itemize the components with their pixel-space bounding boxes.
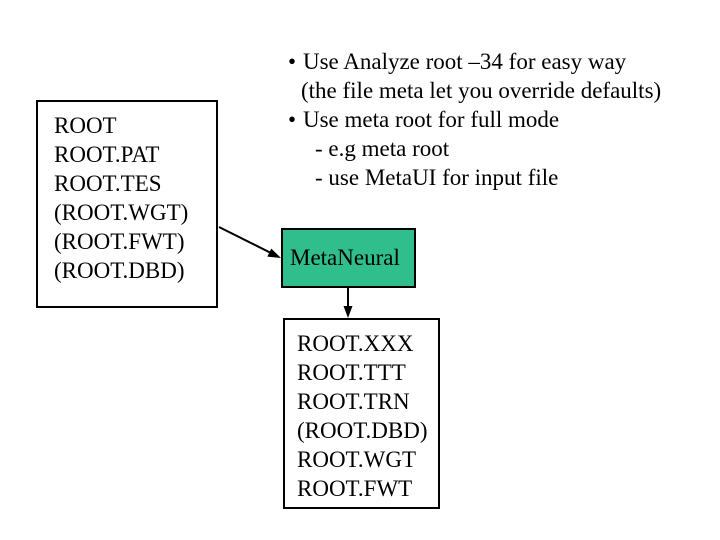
file-name: ROOT (54, 113, 117, 138)
note-text: Use Analyze root –34 for easy way (303, 49, 627, 74)
file-name: (ROOT.DBD) (54, 258, 185, 283)
bullet-icon: • (288, 107, 297, 132)
file-name: (ROOT.WGT) (54, 200, 189, 225)
notes-block: • Use Analyze root –34 for easy way (the… (288, 47, 661, 192)
file-name: ROOT.WGT (297, 447, 417, 472)
file-name: ROOT.TES (54, 171, 162, 196)
file-name: ROOT.FWT (297, 476, 413, 501)
arrow-input-files-to-metaneural-icon (218, 226, 281, 258)
bullet-icon: • (288, 49, 297, 74)
file-name: ROOT.TTT (297, 360, 406, 385)
note-line: • Use meta root for full mode (288, 105, 661, 134)
metaneural-label: MetaNeural (290, 245, 400, 270)
arrow-metaneural-to-output-files-icon (343, 288, 353, 318)
note-line: - e.g meta root (315, 136, 450, 161)
file-name: (ROOT.FWT) (54, 229, 185, 254)
file-name: ROOT.PAT (54, 142, 160, 167)
file-name: (ROOT.DBD) (297, 418, 428, 443)
input-files-box: ROOT ROOT.PAT ROOT.TES (ROOT.WGT) (ROOT.… (36, 100, 218, 308)
note-line: - use MetaUI for input file (315, 165, 559, 190)
note-line: • Use Analyze root –34 for easy way (288, 47, 661, 76)
file-name: ROOT.TRN (297, 389, 410, 414)
file-name: ROOT.XXX (297, 331, 414, 356)
note-line: (the file meta let you override defaults… (301, 78, 662, 103)
metaneural-box: MetaNeural (281, 228, 416, 288)
note-text: Use meta root for full mode (303, 107, 560, 132)
output-files-box: ROOT.XXX ROOT.TTT ROOT.TRN (ROOT.DBD) RO… (283, 318, 440, 509)
